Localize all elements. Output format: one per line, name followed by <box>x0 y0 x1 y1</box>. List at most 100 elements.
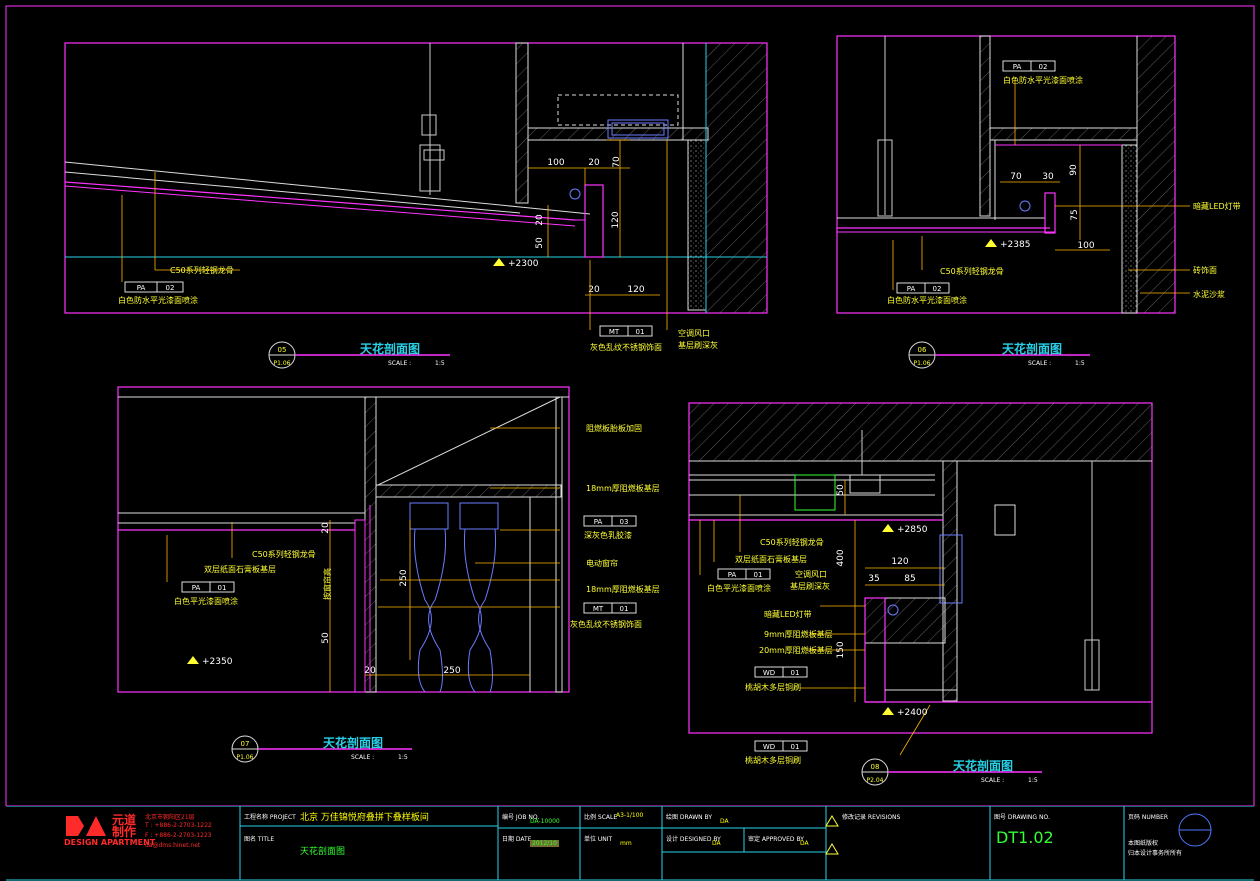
p07-pa-code: PA <box>594 518 603 526</box>
p08-wd2-code: WD <box>763 743 775 751</box>
p07-dim: 250 <box>399 569 409 586</box>
p08-level-top: +2850 <box>897 525 928 535</box>
p05-dim: 20 <box>588 285 600 295</box>
company-fax: F : +886-2-2703-1223 <box>145 832 212 839</box>
p08-sheet: P2.04 <box>867 777 884 784</box>
p07-gypsum: 双层纸面石膏板基层 <box>204 564 276 574</box>
drawing-no-label: 图号 DRAWING NO. <box>994 814 1050 821</box>
p08-level-bot: +2400 <box>897 708 928 718</box>
p07-board18b: 18mm厚阻燃板基层 <box>586 584 660 594</box>
p07-height-note: 按窗帘高 <box>322 568 332 600</box>
drawing-number: DT1.02 <box>996 828 1054 847</box>
p07-latex: 深灰色乳胶漆 <box>584 530 632 540</box>
p08-pa-code: PA <box>728 571 737 579</box>
p06-sheet: P1.06 <box>914 360 931 367</box>
p08-dim: 85 <box>904 574 915 584</box>
p06-title: 天花剖面图 <box>1002 341 1062 356</box>
panel-06: 70 30 90 75 100 +2385 PA 02 白色防水平光漆面喷涂 C… <box>836 35 1241 369</box>
designed-label: 设计 DESIGNED BY <box>666 836 721 843</box>
p06-dim: 100 <box>1077 241 1094 251</box>
p07-scale-value: 1:5 <box>398 754 408 761</box>
designed-value: DA <box>712 840 721 847</box>
company-phone: T : +886-2-2703-1222 <box>145 822 212 829</box>
p08-wd2-no: 01 <box>791 743 800 751</box>
p06-scale-value: 1:5 <box>1075 360 1085 367</box>
p07-scale-label: SCALE : <box>351 754 374 761</box>
p06-tile-label: 砖饰面 <box>1193 265 1217 275</box>
p08-paint: 白色平光漆面喷涂 <box>707 583 771 593</box>
p07-dim: 50 <box>321 632 331 644</box>
p05-level: +2300 <box>508 259 539 269</box>
drawn-value: DA <box>720 818 729 825</box>
p07-curtain: 电动窗帘 <box>586 558 618 568</box>
p08-dim: 120 <box>891 557 908 567</box>
p07-dim: 20 <box>321 522 331 534</box>
p05-title: 天花剖面图 <box>360 341 420 356</box>
p08-led: 暗藏LED灯带 <box>764 609 812 619</box>
p08-wd1-no: 01 <box>791 669 800 677</box>
p06-pa-code: PA <box>1013 63 1022 71</box>
p05-dim: 50 <box>535 237 545 249</box>
panel-07: 20 250 50 20 250 按窗帘高 +2350 阻燃板胎板加固 18mm… <box>117 386 660 763</box>
date-label: 日期 DATE <box>502 836 532 843</box>
p08-wd1-code: WD <box>763 669 775 677</box>
p05-dim: 20 <box>535 214 545 226</box>
p08-gypsum: 双层纸面石膏板基层 <box>735 554 807 564</box>
p07-level: +2350 <box>202 657 233 667</box>
p05-c50-label: C50系列轻钢龙骨 <box>170 265 234 275</box>
p07-c50: C50系列轻钢龙骨 <box>252 549 316 559</box>
p07-dim: 250 <box>443 666 460 676</box>
p06-scale-label: SCALE : <box>1028 360 1051 367</box>
p08-title: 天花剖面图 <box>953 758 1013 773</box>
p08-pa-no: 01 <box>754 571 763 579</box>
drawing-title: 天花剖面图 <box>300 847 346 857</box>
p05-scale-label: SCALE : <box>388 360 411 367</box>
p05-sheet: P1.06 <box>274 360 291 367</box>
p07-board18a: 18mm厚阻燃板基层 <box>586 483 660 493</box>
p05-mt-desc: 灰色乱纹不锈钢饰面 <box>590 342 662 352</box>
p06-dim: 30 <box>1042 172 1054 182</box>
p06-dim: 75 <box>1070 209 1080 220</box>
number-label: 页码 NUMBER <box>1128 814 1169 821</box>
revisions-label: 修改记录 REVISIONS <box>842 814 901 821</box>
p05-id: 05 <box>278 346 287 354</box>
p07-pa-no: 03 <box>620 518 629 526</box>
p05-vent-desc: 基层刷深灰 <box>678 340 718 350</box>
p08-board9: 9mm厚阻燃板基层 <box>764 629 833 639</box>
p06-pa-bot-code: PA <box>907 285 916 293</box>
p06-dim: 90 <box>1069 164 1079 176</box>
p07-id: 07 <box>241 740 250 748</box>
panel-07-frame <box>117 386 570 693</box>
p06-pa-bot-no: 02 <box>933 285 942 293</box>
p08-vent: 空调风口 <box>795 569 827 579</box>
job-number: DA-10000 <box>530 818 560 825</box>
p08-vent-desc: 基层刷深灰 <box>790 581 830 591</box>
p05-dim: 100 <box>547 158 564 168</box>
p08-veneer2: 桃胡木多层铜刷 <box>745 755 801 765</box>
p08-dim: 150 <box>836 641 846 658</box>
p08-board20: 20mm厚阻燃板基层 <box>759 645 833 655</box>
p05-scale-value: 1:5 <box>435 360 445 367</box>
p06-id: 06 <box>918 346 927 354</box>
sheet-border <box>5 5 1255 806</box>
p07-paint: 白色平光漆面喷涂 <box>174 596 238 606</box>
p08-scale-label: SCALE : <box>981 777 1004 784</box>
p05-dim: 120 <box>627 285 644 295</box>
p08-dim: 35 <box>868 574 879 584</box>
company-address: 北京市朝阳区21层 <box>145 814 195 821</box>
p07-mt-no: 01 <box>620 605 629 613</box>
p07-dim: 20 <box>364 666 376 676</box>
title-label: 图名 TITLE <box>244 836 275 843</box>
job-label: 编号 JOB NO. <box>502 814 540 821</box>
p06-level: +2385 <box>1000 240 1030 250</box>
p08-dim: 400 <box>836 549 846 566</box>
p06-paint-bot: 白色防水平光漆面喷涂 <box>887 295 967 305</box>
p05-pa-code: PA <box>137 284 146 292</box>
p05-mt-code: MT <box>609 328 620 336</box>
p06-paint-top: 白色防水平光漆面喷涂 <box>1003 75 1083 85</box>
logo-cn: 元道制作 <box>112 813 137 839</box>
p07-pa-b-no: 01 <box>218 584 227 592</box>
p07-fire: 阻燃板胎板加固 <box>586 423 642 433</box>
note-1: 本图纸版权 <box>1128 840 1159 847</box>
unit-value: mm <box>620 840 632 847</box>
